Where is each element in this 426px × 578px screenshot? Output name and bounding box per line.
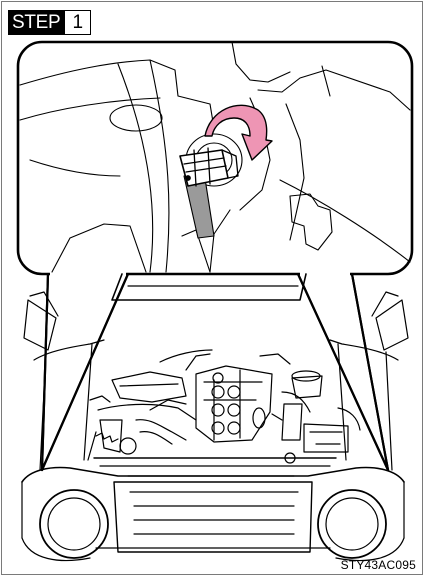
figure-code: STY43AC095 bbox=[341, 558, 416, 572]
